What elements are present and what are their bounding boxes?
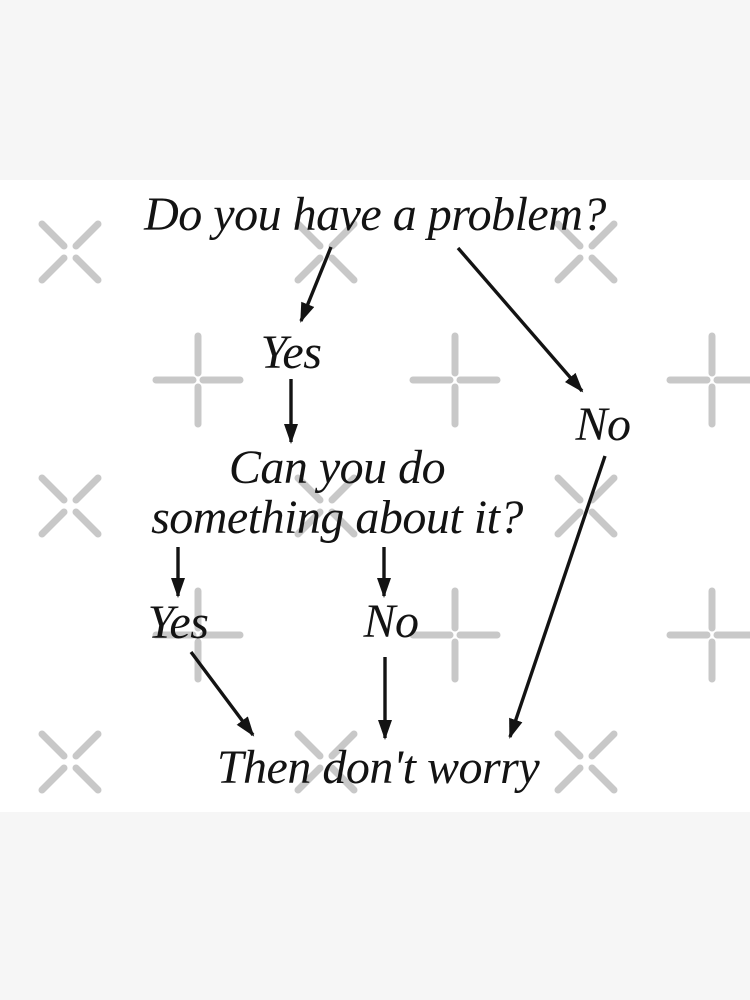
watermark-x-icon xyxy=(37,473,103,539)
arrow-no1-conclusion xyxy=(508,455,607,739)
question-can-you-do-something: Can you do something about it? xyxy=(151,443,523,543)
arrow-q1-yes xyxy=(299,246,333,323)
conclusion-then-dont-worry: Then don't worry xyxy=(216,741,540,794)
arrow-yes2-conclusion xyxy=(189,650,255,737)
watermark-plus-icon xyxy=(666,587,750,683)
watermark-x-icon xyxy=(553,219,619,285)
label-yes-1: Yes xyxy=(260,326,322,379)
watermark-x-icon xyxy=(293,729,359,795)
label-yes-2: Yes xyxy=(147,596,209,649)
watermark-x-icon xyxy=(553,473,619,539)
bottom-margin-band xyxy=(0,812,750,1000)
watermark-x-icon xyxy=(293,473,359,539)
question-do-you-have-a-problem: Do you have a problem? xyxy=(144,188,606,241)
watermark-plus-icon xyxy=(666,332,750,428)
watermark-plus-icon xyxy=(152,332,244,428)
top-margin-band xyxy=(0,0,750,180)
question2-line1: Can you do xyxy=(228,441,446,494)
watermark-plus-icon xyxy=(409,332,501,428)
watermark-x-icon xyxy=(553,729,619,795)
question2-line2: something about it? xyxy=(151,491,523,544)
watermark-x-icon xyxy=(37,729,103,795)
watermark-x-icon xyxy=(293,219,359,285)
watermark-plus-icon xyxy=(409,587,501,683)
label-no-2: No xyxy=(363,595,419,648)
watermark-x-icon xyxy=(37,219,103,285)
label-no-1: No xyxy=(575,398,631,451)
arrow-q1-no xyxy=(456,246,584,393)
